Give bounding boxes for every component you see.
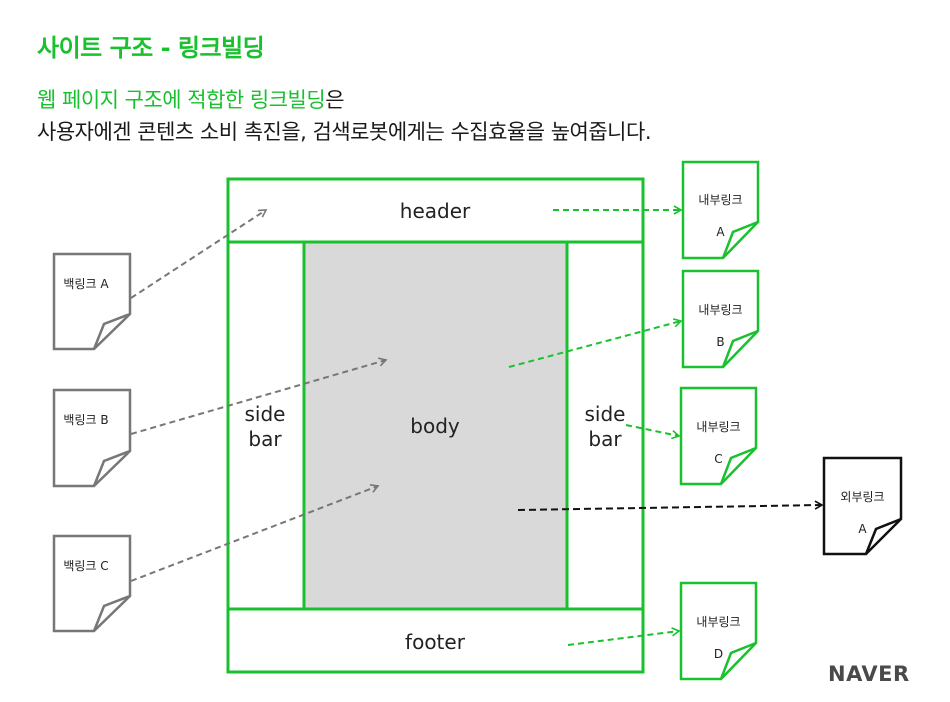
internal-link-label-c-line-1: 내부링크 [696,420,741,434]
external-link-doc-a [822,456,903,556]
internal-link-label-d-line-1: 내부링크 [696,615,741,629]
description-line-1-rest: 은 [325,88,345,112]
slide-title: 사이트 구조 - 링크빌딩 [37,34,265,62]
internal-link-doc-a [681,160,760,260]
backlink-doc-c [52,534,132,633]
external-link-label-line-2: A [858,522,867,536]
internal-link-label-a-line-2: A [716,225,725,239]
backlink-label-c: 백링크 C [63,559,109,573]
right-sidebar-label: side bar [575,402,635,452]
right-sidebar-label-line-1: side [584,402,626,426]
internal-link-label-c: 내부링크 C [681,403,756,483]
left-sidebar-label-line-2: bar [248,427,282,451]
internal-link-doc-c [679,386,758,486]
backlink-doc-b [52,388,132,488]
naver-logo: NAVER [828,662,910,686]
internal-link-label-b: 내부링크 B [683,286,758,366]
internal-link-label-b-line-2: B [716,335,725,349]
internal-arrow-footer [567,627,681,646]
footer-label: footer [405,630,465,654]
header-label: header [399,199,471,223]
internal-link-label-b-line-1: 내부링크 [698,303,743,317]
internal-link-label-c-line-2: C [714,452,723,466]
internal-link-label-d: 내부링크 D [681,598,756,678]
backlink-doc-a [52,252,132,351]
description-line-1: 웹 페이지 구조에 적합한 링크빌딩은 [37,84,345,114]
backlink-arrow-b [130,357,388,435]
external-arrow [517,500,824,511]
backlink-arrow-c [130,483,380,582]
internal-link-doc-b [681,269,760,369]
body-label: body [410,414,460,438]
external-link-label-line-1: 외부링크 [840,490,885,504]
backlink-label-a: 백링크 A [63,277,109,291]
description-highlight: 웹 페이지 구조에 적합한 링크빌딩 [37,88,326,112]
external-link-label-a: 외부링크 A [824,473,901,553]
page-frame [226,177,645,674]
internal-link-doc-d [679,581,758,681]
backlink-arrow-a [130,209,268,299]
description-line-2: 사용자에겐 콘텐츠 소비 촉진을, 검색로봇에게는 수집효율을 높여줍니다. [37,120,652,144]
internal-link-label-a: 내부링크 A [683,176,758,256]
backlink-label-b: 백링크 B [63,413,109,427]
left-sidebar-label: side bar [235,402,295,452]
internal-arrow-sidebar [625,424,681,440]
right-sidebar-label-line-2: bar [588,427,622,451]
internal-link-label-a-line-1: 내부링크 [698,193,743,207]
body-region [304,242,567,609]
internal-link-label-d-line-2: D [713,647,724,661]
left-sidebar-label-line-1: side [244,402,286,426]
